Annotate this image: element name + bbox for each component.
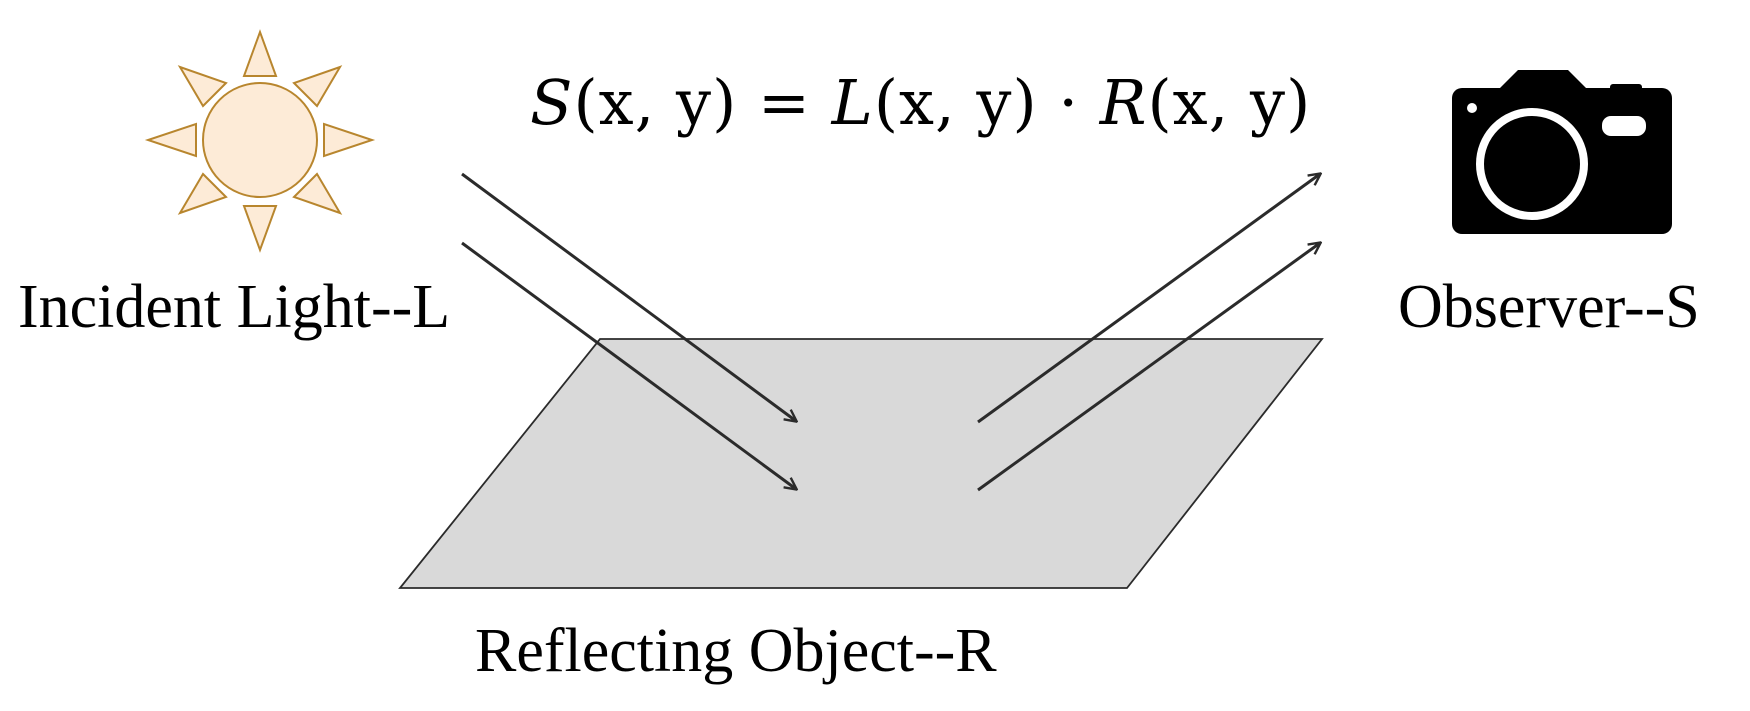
incident-ray-2 [461,241,796,489]
camera-lens [1476,108,1588,220]
sun-ray-left [144,122,197,158]
reflecting-surface [398,338,1324,589]
observer-label: Observer--S [1398,273,1700,341]
formula-dot: · [1058,66,1080,139]
sun-ray-right [323,122,376,158]
reflecting-object-label: Reflecting Object--R [475,617,997,685]
camera-flash [1602,116,1646,136]
sun-ray-top-left [177,65,228,108]
formula-r-args: (x, y) [1147,66,1312,139]
sun-ray-top [242,29,278,77]
sun-ray-bottom-left [177,172,228,215]
formula-r: R [1099,66,1148,139]
reflected-ray-2 [977,243,1320,492]
formula-s-args: (x, y) [573,66,738,139]
sun-ray-bottom [242,205,278,253]
camera-icon [1452,70,1672,234]
retinex-formula: S(x, y) = L(x, y) · R(x, y) [530,72,1311,134]
incident-ray-1 [461,172,796,421]
camera-shutter [1610,84,1642,94]
incident-light-label: Incident Light--L [18,273,451,341]
formula-l: L [831,66,874,139]
camera-top [1500,70,1586,88]
formula-equals: = [758,66,811,139]
camera-indicator [1467,103,1477,113]
sun-ray-bottom-right [292,172,343,215]
sun-icon [144,29,376,253]
sun-ray-top-right [292,65,343,108]
formula-l-args: (x, y) [873,66,1038,139]
formula-s: S [530,66,574,139]
sun-disc [202,82,318,198]
reflected-ray-1 [977,174,1320,424]
